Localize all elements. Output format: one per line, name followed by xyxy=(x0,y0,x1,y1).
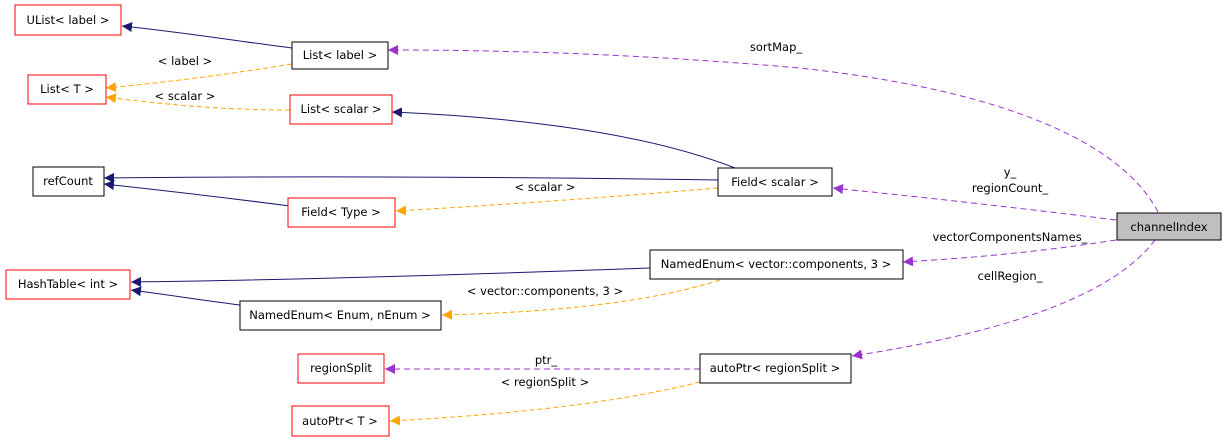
edge-namedenum-vector-to-namedenum-enum xyxy=(441,279,721,320)
edge-namedenum-vector-to-hashtable xyxy=(130,267,651,287)
edge-label-sortmap: sortMap_ xyxy=(750,40,803,54)
node-hashtable-int-text: HashTable< int > xyxy=(18,277,118,291)
node-list-scalar[interactable]: List< scalar > xyxy=(289,94,393,125)
edge-label-regioncount: regionCount_ xyxy=(972,181,1049,195)
node-list-t[interactable]: List< T > xyxy=(27,74,107,105)
node-refcount[interactable]: refCount xyxy=(32,166,105,197)
node-field-scalar[interactable]: Field< scalar > xyxy=(717,167,833,197)
edge-list-scalar-to-list-t xyxy=(105,93,291,111)
node-channelindex-text: channelIndex xyxy=(1130,220,1207,234)
node-namedenum-vector-text: NamedEnum< vector::components, 3 > xyxy=(661,257,892,271)
node-autoptr-t[interactable]: autoPtr< T > xyxy=(291,405,390,437)
edge-namedenum-enum-to-hashtable xyxy=(130,286,241,306)
node-field-type[interactable]: Field< Type > xyxy=(287,197,396,228)
edge-channelindex-to-field-scalar xyxy=(832,184,1117,221)
edge-channelindex-to-namedenum-vector xyxy=(902,239,1117,267)
edge-label-y: y_ xyxy=(1004,165,1017,179)
edge-field-scalar-to-list-scalar xyxy=(391,107,736,169)
node-namedenum-vector[interactable]: NamedEnum< vector::components, 3 > xyxy=(649,249,904,280)
node-autoptr-t-text: autoPtr< T > xyxy=(302,414,378,428)
node-autoptr-regionsplit-text: autoPtr< regionSplit > xyxy=(710,361,841,375)
node-field-type-text: Field< Type > xyxy=(301,205,381,219)
node-refcount-text: refCount xyxy=(43,174,93,188)
edge-list-label-to-ulist-label xyxy=(121,22,293,49)
edge-label-vectorcomponentsnames: vectorComponentsNames_ xyxy=(933,230,1088,244)
node-regionsplit-text: regionSplit xyxy=(310,361,372,375)
node-regionsplit[interactable]: regionSplit xyxy=(297,353,385,384)
edge-channelindex-to-list-label xyxy=(387,45,1159,213)
edge-autoptr-regionsplit-to-autoptr-t xyxy=(389,381,701,426)
node-hashtable-int[interactable]: HashTable< int > xyxy=(5,269,131,300)
node-ulist-label-text: UList< label > xyxy=(27,13,110,27)
edge-list-label-to-list-t xyxy=(105,63,293,93)
edge-label-cellregion: cellRegion_ xyxy=(978,269,1043,283)
edge-field-scalar-to-refcount xyxy=(103,172,719,183)
edge-field-scalar-to-field-type xyxy=(395,187,719,216)
edge-field-type-to-refcount xyxy=(103,180,291,207)
node-ulist-label[interactable]: UList< label > xyxy=(14,4,122,36)
edge-label-ptr: ptr_ xyxy=(535,353,558,367)
node-namedenum-enum-text: NamedEnum< Enum, nEnum > xyxy=(249,308,431,322)
node-list-scalar-text: List< scalar > xyxy=(300,102,381,116)
edge-label-list-scalar-tmpl: < scalar > xyxy=(155,89,216,103)
node-field-scalar-text: Field< scalar > xyxy=(731,175,818,189)
edge-label-field-scalar-tmpl: < scalar > xyxy=(515,180,576,194)
edge-label-namedenum-tmpl: < vector::components, 3 > xyxy=(467,284,623,298)
node-channelindex[interactable]: channelIndex xyxy=(1116,212,1222,241)
node-namedenum-enum[interactable]: NamedEnum< Enum, nEnum > xyxy=(239,300,442,331)
edge-label-autoptr-tmpl: < regionSplit > xyxy=(501,375,589,389)
node-list-t-text: List< T > xyxy=(40,82,94,96)
edge-label-list-label-tmpl: < label > xyxy=(158,54,212,68)
edge-channelindex-to-autoptr-regionsplit xyxy=(851,239,1156,360)
node-list-label[interactable]: List< label > xyxy=(291,41,389,70)
node-autoptr-regionsplit[interactable]: autoPtr< regionSplit > xyxy=(699,353,852,384)
node-list-label-text: List< label > xyxy=(303,48,378,62)
